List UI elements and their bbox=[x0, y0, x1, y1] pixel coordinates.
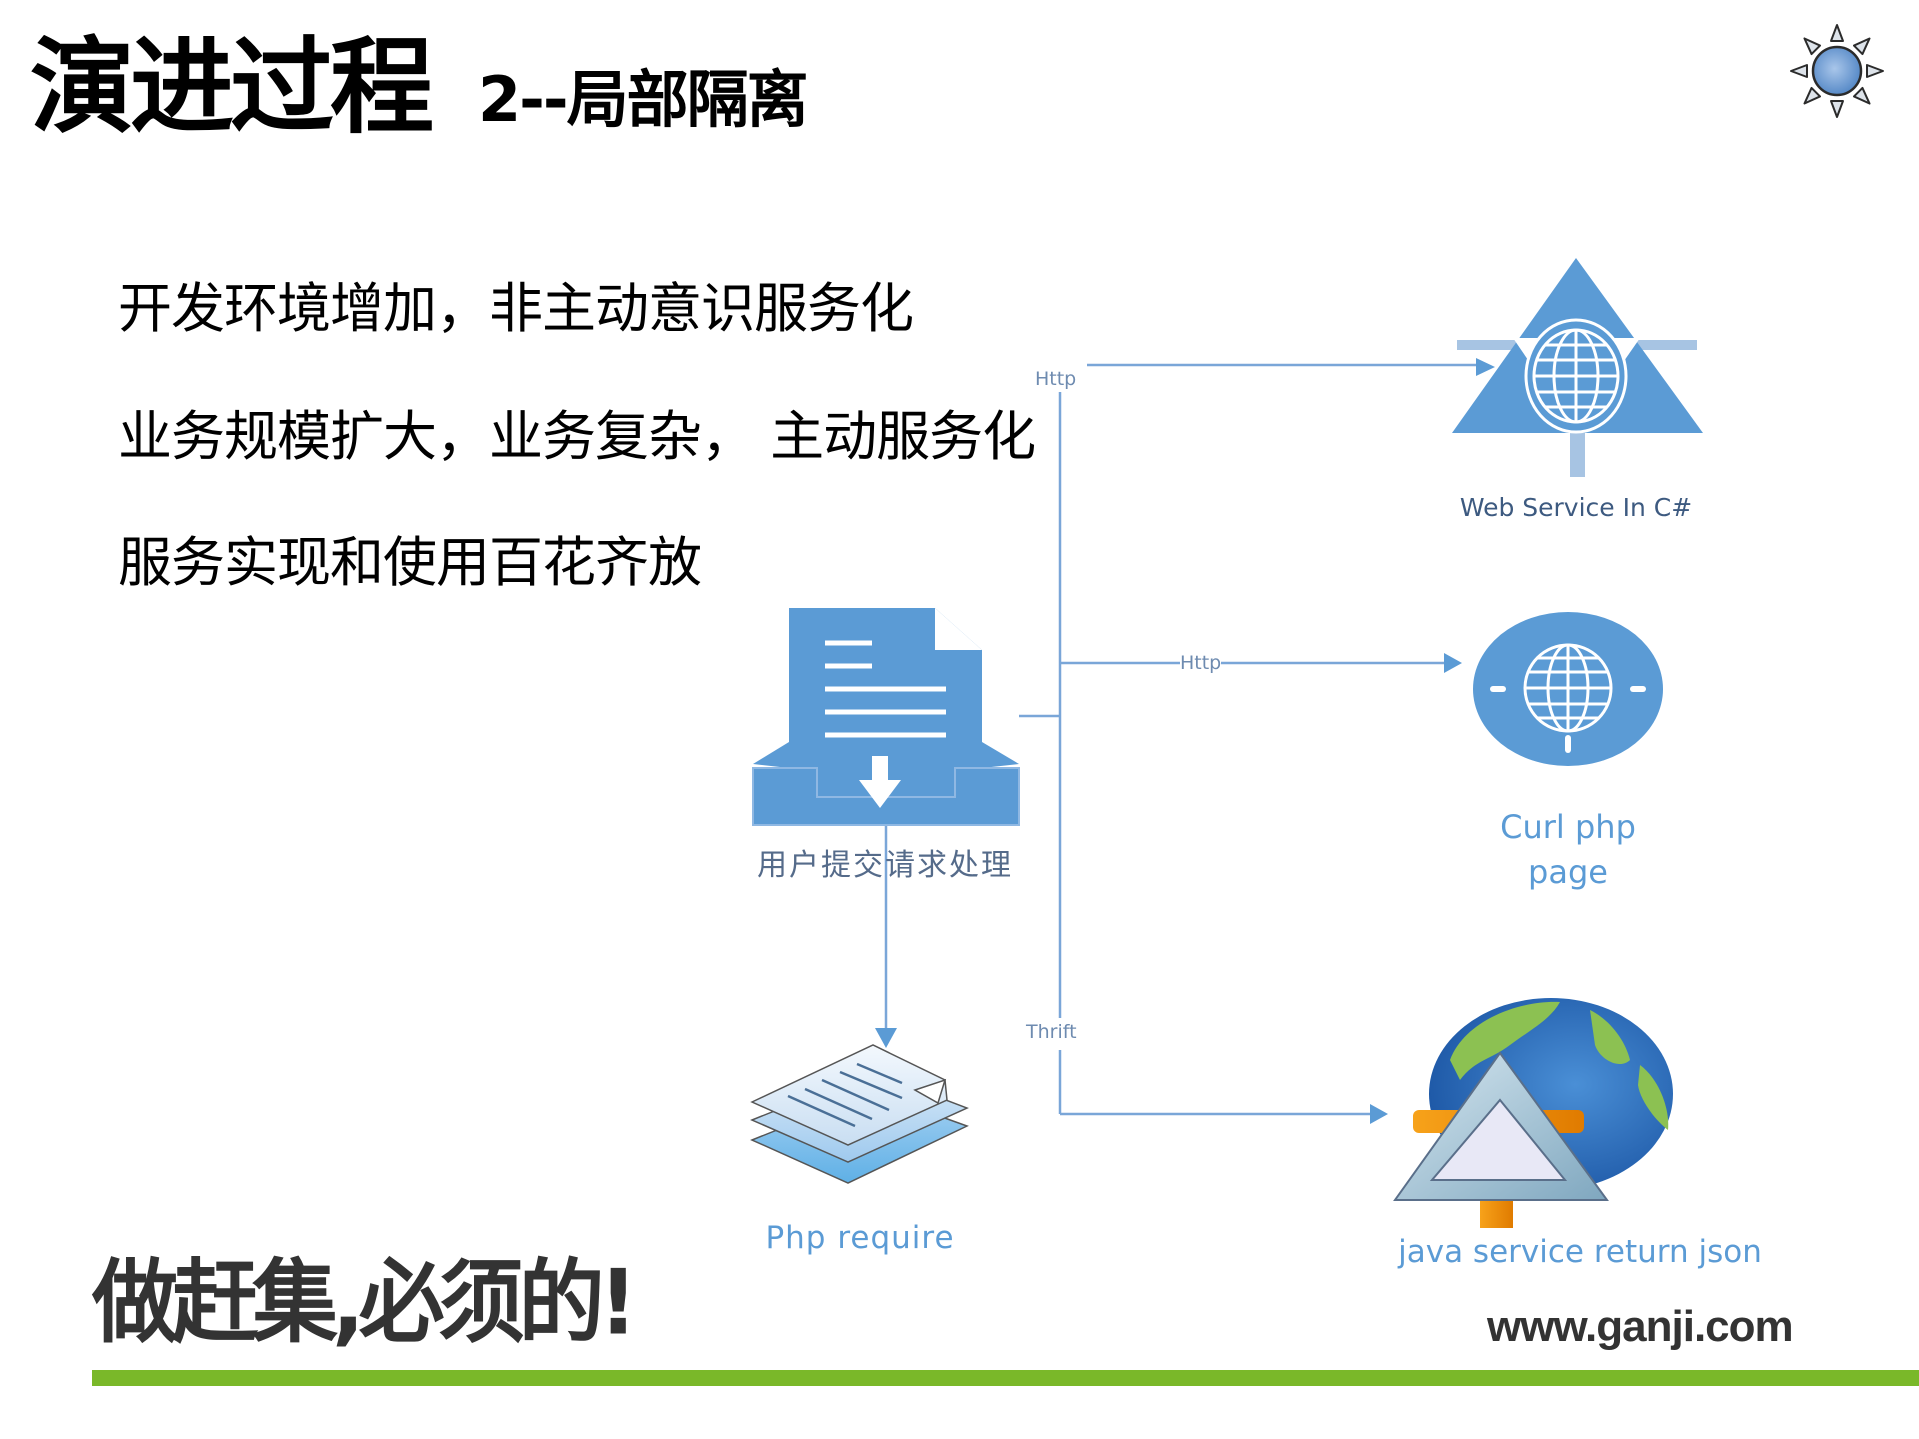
circle-globe-icon[interactable] bbox=[1473, 612, 1663, 766]
connector-lines bbox=[884, 363, 1480, 1116]
curl-php-label-line2: page bbox=[1528, 853, 1608, 891]
sun-icon bbox=[1790, 24, 1884, 118]
curl-php-label-line1: Curl php bbox=[1500, 808, 1636, 846]
source-node-label: 用户提交请求处理 bbox=[757, 848, 1013, 883]
document-inbox-icon[interactable] bbox=[752, 608, 1020, 826]
arrowheads bbox=[875, 358, 1495, 1124]
java-service-label: java service return json bbox=[1398, 1234, 1762, 1270]
footer-website[interactable]: www.ganji.com bbox=[1487, 1302, 1794, 1351]
bullet-1: 开发环境增加，非主动意识服务化 bbox=[118, 277, 914, 340]
footer-green-bar bbox=[92, 1370, 1919, 1386]
edge-label-thrift: Thrift bbox=[1026, 1021, 1077, 1043]
globe-triangle-icon[interactable] bbox=[1393, 998, 1673, 1228]
footer-slogan: 做赶集,必须的! bbox=[92, 1250, 638, 1356]
bullet-3: 服务实现和使用百花齐放 bbox=[118, 531, 702, 594]
triangle-globe-icon[interactable] bbox=[1452, 258, 1703, 477]
bullet-2: 业务规模扩大，业务复杂， 主动服务化 bbox=[118, 405, 1036, 468]
edge-label-http-curl: Http bbox=[1180, 652, 1222, 674]
slide-title: 演进过程 bbox=[30, 26, 434, 148]
web-service-label: Web Service In C# bbox=[1459, 493, 1693, 522]
stacked-pages-icon[interactable] bbox=[750, 1044, 969, 1184]
slide-subtitle: 2--局部隔离 bbox=[478, 63, 809, 136]
edge-label-http-web-service: Http bbox=[1035, 368, 1077, 390]
php-require-label: Php require bbox=[765, 1220, 955, 1256]
